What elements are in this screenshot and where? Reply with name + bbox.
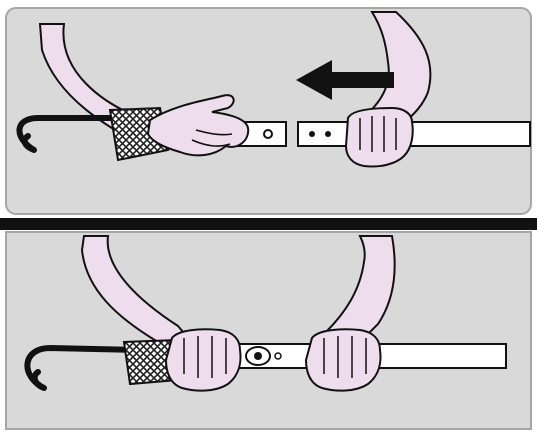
top-panel xyxy=(6,8,531,214)
gripping-hand-right-bottom xyxy=(306,329,381,390)
bottom-panel xyxy=(6,232,531,429)
top-panel-background xyxy=(6,8,531,214)
gripping-hand-left-bottom xyxy=(166,329,241,390)
gripping-hand-top xyxy=(346,108,413,167)
belt-segment-right-top xyxy=(298,122,530,146)
panel-divider xyxy=(0,218,537,230)
